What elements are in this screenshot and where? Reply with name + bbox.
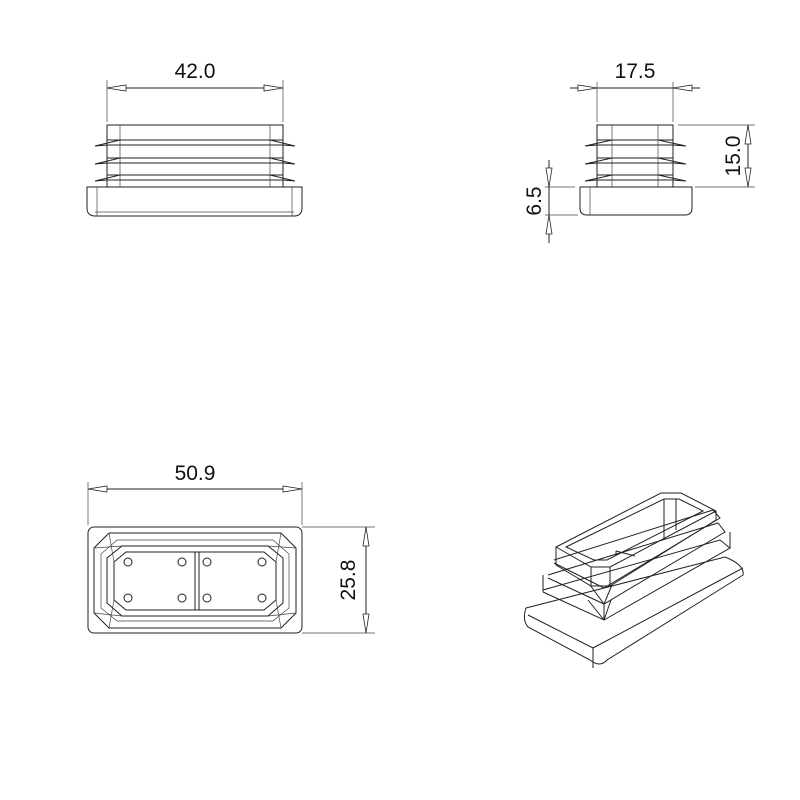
dim-6-5: 6.5 (523, 186, 546, 215)
dim-17-5: 17.5 (615, 60, 656, 83)
dim-50-9: 50.9 (175, 462, 216, 485)
side-view (579, 124, 693, 216)
dimension-bottom-height: 25.8 (302, 526, 375, 634)
dim-15-0: 15.0 (722, 136, 745, 177)
dim-25-8: 25.8 (337, 560, 360, 601)
dimension-side-height: 15.0 (678, 124, 755, 188)
front-view (86, 124, 303, 217)
dim-42: 42.0 (175, 60, 216, 83)
bottom-view (87, 526, 303, 634)
dimension-bottom-width: 50.9 (87, 462, 303, 525)
dimension-side-width: 17.5 (570, 60, 700, 122)
isometric-view (523, 492, 744, 668)
dimension-front-width: 42.0 (106, 60, 284, 122)
dimension-side-flange: 6.5 (523, 160, 578, 243)
